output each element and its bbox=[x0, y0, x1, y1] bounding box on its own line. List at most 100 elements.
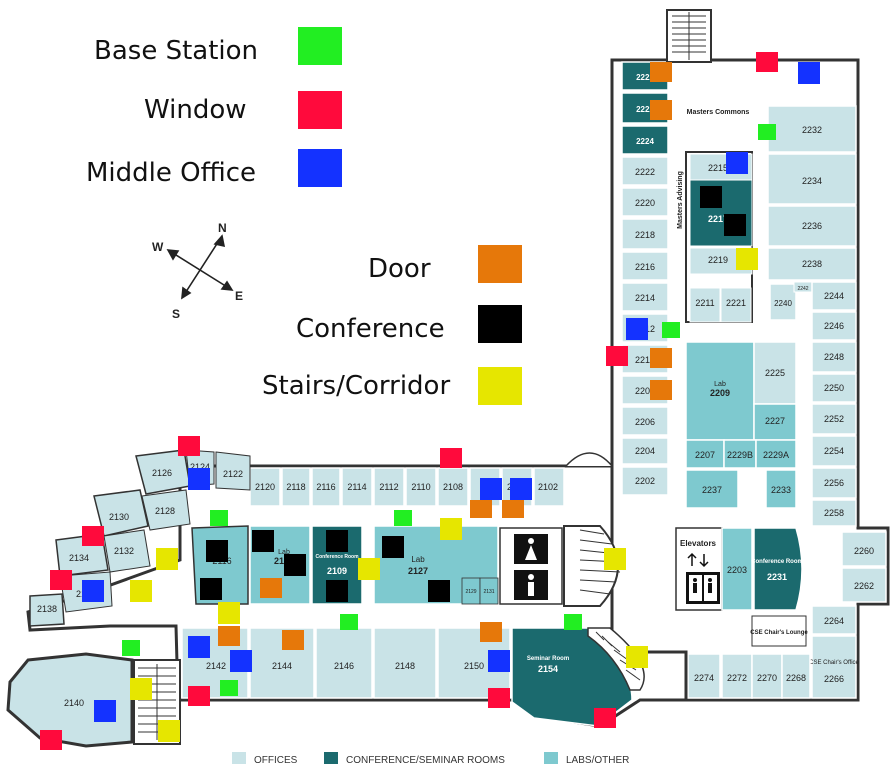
room-2142: 2142 bbox=[206, 661, 226, 671]
window-marker bbox=[188, 686, 210, 706]
conference-2109-number: 2109 bbox=[327, 566, 347, 576]
room-2116: 2116 bbox=[316, 482, 335, 492]
key-offices: OFFICES bbox=[254, 755, 298, 766]
door-marker bbox=[218, 626, 240, 646]
compass-n: N bbox=[218, 221, 227, 235]
window-marker bbox=[488, 688, 510, 708]
legend-door-label: Door bbox=[368, 254, 431, 284]
room-2217: 2217 bbox=[708, 214, 728, 224]
masters-commons-label: Masters Commons bbox=[687, 109, 750, 116]
window-marker bbox=[594, 708, 616, 728]
door-marker bbox=[282, 630, 304, 650]
elevator-icon bbox=[686, 552, 720, 604]
room-2240: 2240 bbox=[774, 299, 792, 308]
room-2266: 2266 bbox=[824, 674, 844, 684]
conference-marker bbox=[284, 554, 306, 576]
legend-stairs-corridor-label: Stairs/Corridor bbox=[262, 371, 451, 401]
room-2132: 2132 bbox=[114, 546, 134, 556]
stairs-corridor-marker bbox=[218, 602, 240, 624]
room-2203: 2203 bbox=[727, 565, 747, 575]
base-station-marker bbox=[394, 510, 412, 526]
masters-advising-label: Masters Advising bbox=[677, 171, 684, 229]
middle-office-marker bbox=[94, 700, 116, 722]
base-station-marker bbox=[662, 322, 680, 338]
room-2126: 2126 bbox=[152, 468, 172, 478]
lab-2127-label: Lab bbox=[411, 555, 425, 564]
seminar-room-number: 2154 bbox=[538, 664, 558, 674]
room-2214: 2214 bbox=[635, 293, 655, 303]
room-2215: 2215 bbox=[708, 163, 728, 173]
room-2268: 2268 bbox=[786, 673, 806, 683]
room-2218: 2218 bbox=[635, 230, 655, 240]
room-2264: 2264 bbox=[824, 616, 844, 626]
stairs-corridor-marker bbox=[440, 518, 462, 540]
conference-marker bbox=[724, 214, 746, 236]
room-2134: 2134 bbox=[69, 553, 89, 563]
room-2206: 2206 bbox=[635, 417, 655, 427]
conference-marker bbox=[428, 580, 450, 602]
room-2258: 2258 bbox=[824, 508, 844, 518]
cse-chair-office-label: CSE Chair's Office bbox=[809, 660, 859, 666]
room-2248: 2248 bbox=[824, 352, 844, 362]
legend-base-station-swatch bbox=[298, 27, 342, 65]
room-2250: 2250 bbox=[824, 383, 844, 393]
room-2129: 2129 bbox=[465, 589, 476, 595]
room-2128: 2128 bbox=[155, 506, 175, 516]
legend-stairs-corridor-swatch bbox=[478, 367, 522, 405]
room-2222b: 2222 bbox=[636, 105, 654, 114]
room-2216: 2216 bbox=[635, 262, 655, 272]
stairs-corridor-marker bbox=[130, 580, 152, 602]
conference-marker bbox=[326, 580, 348, 602]
base-station-marker bbox=[122, 640, 140, 656]
cse-chair-lounge-label: CSE Chair's Lounge bbox=[750, 630, 808, 636]
room-2108: 2108 bbox=[443, 482, 463, 492]
room-2146: 2146 bbox=[334, 661, 354, 671]
key-labs: LABS/OTHER bbox=[566, 755, 629, 766]
base-station-marker bbox=[564, 614, 582, 630]
window-marker bbox=[40, 730, 62, 750]
room-2124: 2124 bbox=[190, 462, 210, 472]
room-2211: 2211 bbox=[695, 298, 714, 308]
room-2208: 2208 bbox=[635, 386, 655, 396]
legend-door-swatch bbox=[478, 245, 522, 283]
stairs-corridor-marker bbox=[626, 646, 648, 668]
window-marker bbox=[606, 346, 628, 366]
middle-office-marker bbox=[188, 468, 210, 490]
middle-office-marker bbox=[188, 636, 210, 658]
middle-office-marker bbox=[726, 152, 748, 174]
legend-conference-swatch bbox=[478, 305, 522, 343]
room-2229b: 2229B bbox=[727, 450, 753, 460]
base-station-marker bbox=[210, 510, 228, 526]
room-2254: 2254 bbox=[824, 446, 844, 456]
room-2219: 2219 bbox=[708, 255, 728, 265]
east-spiral-stairs bbox=[563, 525, 621, 607]
markers bbox=[40, 52, 820, 750]
window-marker bbox=[50, 570, 72, 590]
room-2229a: 2229A bbox=[763, 450, 789, 460]
legend-window-label: Window bbox=[144, 95, 247, 125]
window-marker bbox=[756, 52, 778, 72]
middle-office-marker bbox=[626, 318, 648, 340]
window-marker bbox=[440, 448, 462, 468]
conference-marker bbox=[700, 186, 722, 208]
legend-conference-label: Conference bbox=[296, 314, 445, 344]
lab-2209-number: 2209 bbox=[710, 388, 730, 398]
base-station-marker bbox=[220, 680, 238, 696]
room-2204: 2204 bbox=[635, 446, 655, 456]
room-2118: 2118 bbox=[286, 482, 305, 492]
room-2110: 2110 bbox=[411, 482, 430, 492]
room-2274: 2274 bbox=[694, 673, 714, 683]
door-marker bbox=[260, 578, 282, 598]
stairs-corridor-marker bbox=[156, 548, 178, 570]
conference-marker bbox=[206, 540, 228, 562]
conference-2231-number: 2231 bbox=[767, 572, 787, 582]
room-2150: 2150 bbox=[464, 661, 484, 671]
room-2130: 2130 bbox=[109, 512, 129, 522]
room-2260: 2260 bbox=[854, 546, 874, 556]
room-2210: 2210 bbox=[635, 355, 655, 365]
room-2131: 2131 bbox=[483, 589, 494, 595]
lab-2123-label: Lab bbox=[278, 549, 290, 556]
room-2148: 2148 bbox=[395, 661, 415, 671]
stairs-corridor-marker bbox=[158, 720, 180, 742]
door-marker bbox=[502, 500, 524, 518]
